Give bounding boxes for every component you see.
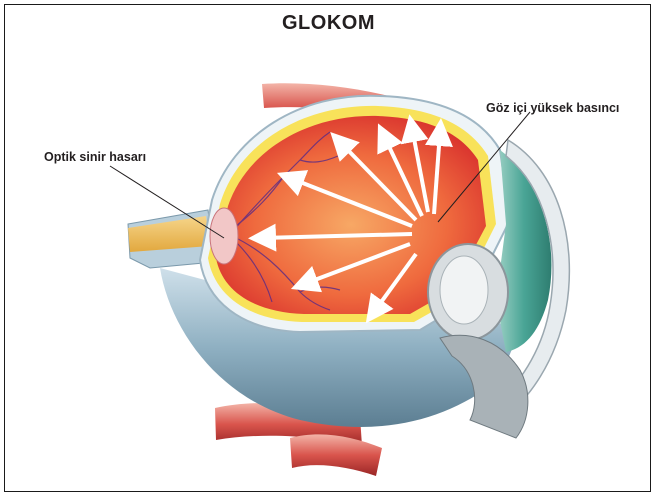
optic-nerve-damage-label: Optik sinir hasarı	[44, 150, 146, 164]
inferior-oblique-muscle	[290, 434, 382, 476]
intraocular-pressure-label: Göz içi yüksek basıncı	[486, 101, 619, 115]
optic-disc	[210, 208, 238, 264]
